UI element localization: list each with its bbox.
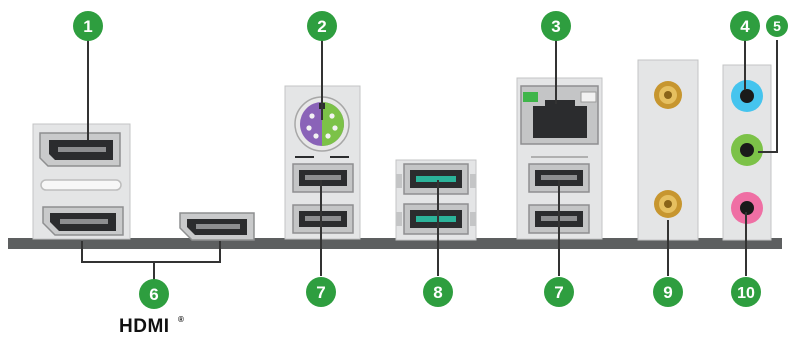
callout-10: 10 xyxy=(731,277,761,307)
ps2-usb-stack xyxy=(284,85,361,240)
callout-6: 6 xyxy=(139,279,169,309)
line-out-jack xyxy=(731,134,763,166)
svg-text:10: 10 xyxy=(737,285,755,302)
hdmi-port-2 xyxy=(179,212,255,241)
callout-8: 8 xyxy=(423,277,453,307)
callout-2: 2 xyxy=(307,11,337,41)
board-edge xyxy=(8,238,782,249)
svg-text:7: 7 xyxy=(316,283,325,302)
callout-3: 3 xyxy=(541,11,571,41)
svg-text:6: 6 xyxy=(149,285,158,304)
svg-text:2: 2 xyxy=(317,17,326,36)
usb3-port-1 xyxy=(403,163,469,195)
callout-4: 4 xyxy=(730,11,760,41)
ps2-combo-port xyxy=(294,96,350,152)
svg-text:1: 1 xyxy=(83,17,92,36)
usb-port-a2 xyxy=(292,204,354,234)
usb-port-a1 xyxy=(292,163,354,193)
lan-usb-stack xyxy=(516,77,603,240)
svg-text:9: 9 xyxy=(663,283,672,302)
hdmi-logo: HDMI ® xyxy=(119,315,184,337)
svg-text:7: 7 xyxy=(554,283,563,302)
displayport-port xyxy=(39,132,121,167)
callout-9: 9 xyxy=(653,277,683,307)
svg-text:5: 5 xyxy=(773,18,781,34)
leader-lines xyxy=(81,38,778,280)
svg-text:4: 4 xyxy=(740,17,750,36)
callout-5: 5 xyxy=(766,15,788,37)
svg-text:HDMI: HDMI xyxy=(119,316,170,337)
callout-1: 1 xyxy=(73,11,103,41)
callout-7-left: 7 xyxy=(306,277,336,307)
rj45-lan-port xyxy=(520,85,599,145)
svg-text:3: 3 xyxy=(551,17,560,36)
antenna-connector-1 xyxy=(654,81,682,109)
svg-text:8: 8 xyxy=(433,283,442,302)
wifi-antenna-stack xyxy=(637,59,699,241)
line-in-jack xyxy=(731,80,763,112)
displayport-hdmi-stack xyxy=(32,123,131,240)
mic-in-jack xyxy=(731,192,763,224)
callout-7-right: 7 xyxy=(544,277,574,307)
antenna-connector-2 xyxy=(654,190,682,218)
usb3-port-2 xyxy=(403,203,469,235)
usb3-stack xyxy=(395,159,477,241)
hdmi-port-1 xyxy=(42,206,124,236)
svg-text:®: ® xyxy=(178,315,184,324)
